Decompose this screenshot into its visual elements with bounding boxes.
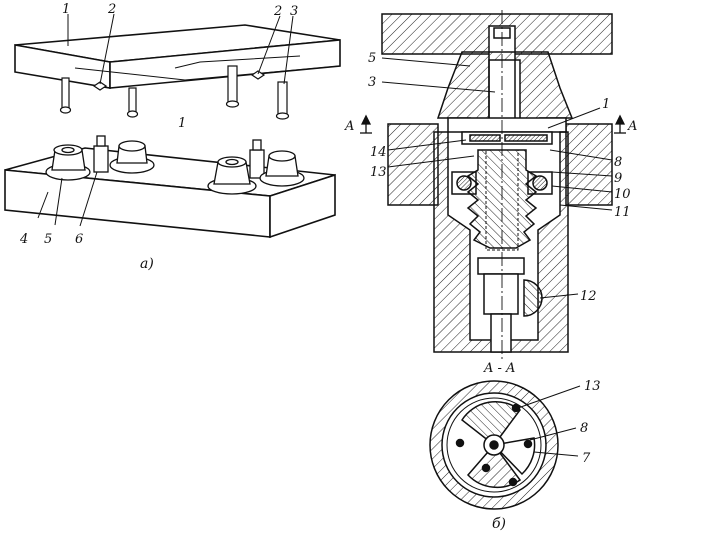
section-marks [360,114,626,134]
pin-2 [455,438,465,448]
cap-ring [447,117,567,133]
pin-5 [508,477,518,487]
figure-b-leaders [381,57,613,299]
callout-b-12: 12 [580,289,597,304]
callout-a-2-right: 2 [273,4,282,19]
section-mark-left: A [344,119,354,134]
section-mark-right: A [627,119,637,134]
callout-b-11: 11 [614,205,631,220]
pin-3 [481,463,491,473]
callout-b-14: 14 [370,145,387,160]
guide-pins [59,65,290,120]
callout-a-2-left: 2 [107,2,116,17]
lower-plate-bosses [45,135,305,195]
housing-body [433,131,569,353]
callout-section-13: 13 [584,379,601,394]
callout-section-8: 8 [580,421,588,436]
callout-b-5: 5 [368,51,376,66]
cam-segment-bottom [466,443,522,489]
figure-b-section [360,10,626,360]
section-a-a-view [429,380,581,510]
figure-a-die-set [4,13,341,239]
callout-b-1: 1 [602,97,610,112]
figure-a-caption: a) [140,256,154,272]
callout-a-6: 6 [75,232,83,247]
callout-b-8: 8 [614,155,622,170]
callout-b-3: 3 [368,75,376,90]
figure-a-callouts: 1 2 2 3 1 4 5 6 a) [19,2,298,272]
lower-stem [477,257,525,275]
pin-1 [511,403,521,413]
callout-a-5: 5 [44,232,52,247]
upper-plate-bushings [92,70,266,91]
figure-b-callouts: 5 3 1 14 13 8 9 10 11 12 A A A - A [344,51,637,376]
callout-b-10: 10 [614,187,631,202]
section-callouts: 13 8 7 б) [492,379,601,532]
upper-plate [14,24,341,89]
figure-a-leaders [37,13,294,227]
ball-detent [523,279,543,317]
section-label-a-a: A - A [483,361,515,376]
callout-section-7: 7 [582,451,591,466]
callout-b-13: 13 [370,165,387,180]
pin-4 [523,439,533,449]
callout-a-1-upper-plate: 1 [62,2,70,17]
right-flange [565,123,613,206]
figure-b-caption: б) [492,516,506,532]
callout-b-9: 9 [614,171,622,186]
callout-a-1-center: 1 [178,116,186,131]
left-flange [387,123,439,206]
callout-a-3: 3 [290,4,298,19]
callout-a-4: 4 [19,232,28,247]
